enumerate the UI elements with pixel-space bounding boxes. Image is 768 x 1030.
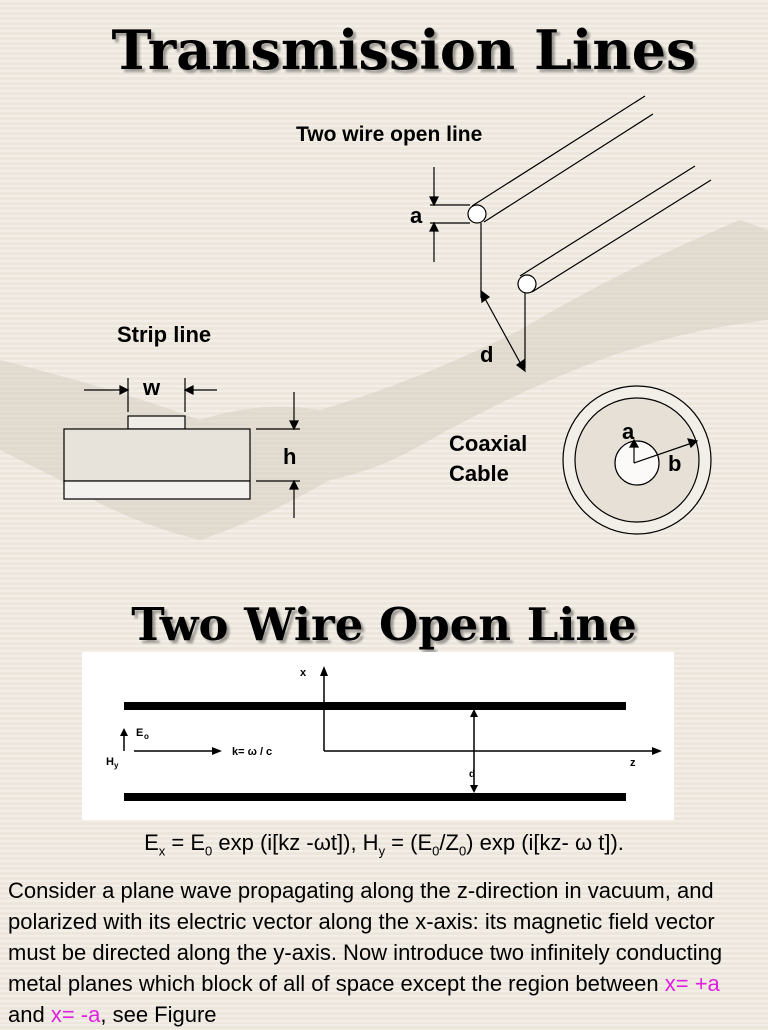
section-title: Two Wire Open Line bbox=[131, 598, 637, 651]
two-wire-line bbox=[429, 95, 712, 373]
coax-label-line2: Cable bbox=[449, 461, 509, 486]
transmission-line-diagram bbox=[0, 95, 768, 540]
body-paragraph: Consider a plane wave propagating along … bbox=[8, 878, 723, 1027]
field-equation: Ex = E0 exp (i[kz -ωt]), Hy = (E0/Z0) ex… bbox=[144, 830, 624, 859]
strip-width-label: w bbox=[143, 375, 161, 400]
strip-height-label: h bbox=[283, 444, 297, 469]
separation-label: d bbox=[469, 769, 475, 780]
wave-vector-label: k= ω / c bbox=[232, 746, 272, 758]
e-field-label: E bbox=[136, 727, 143, 739]
wire-radius-label: a bbox=[410, 203, 423, 228]
wire-spacing-label: d bbox=[480, 342, 494, 367]
coax-label-line1: Coaxial bbox=[449, 431, 528, 456]
highlight-x-negative: x= -a bbox=[50, 1002, 101, 1027]
slide-title: Transmission Lines bbox=[111, 18, 697, 82]
strip-line bbox=[63, 378, 300, 518]
h-field-label: H bbox=[106, 756, 114, 768]
strip-line-label: Strip line bbox=[117, 322, 212, 347]
z-axis-label: z bbox=[630, 757, 636, 769]
coax-outer-radius-label: b bbox=[668, 451, 682, 476]
h-field-sub: y bbox=[114, 761, 119, 770]
e-field-sub: o bbox=[144, 732, 149, 741]
two-wire-label: Two wire open line bbox=[296, 123, 483, 146]
highlight-x-positive: x= +a bbox=[664, 971, 720, 996]
plane-wave-figure: x z E o H y k= ω / c d bbox=[82, 652, 674, 820]
coax-inner-radius-label: a bbox=[622, 419, 635, 444]
plane-wave-diagram: x z E o H y k= ω / c d bbox=[106, 666, 662, 801]
coaxial-cable bbox=[562, 385, 712, 535]
x-axis-label: x bbox=[300, 667, 307, 679]
